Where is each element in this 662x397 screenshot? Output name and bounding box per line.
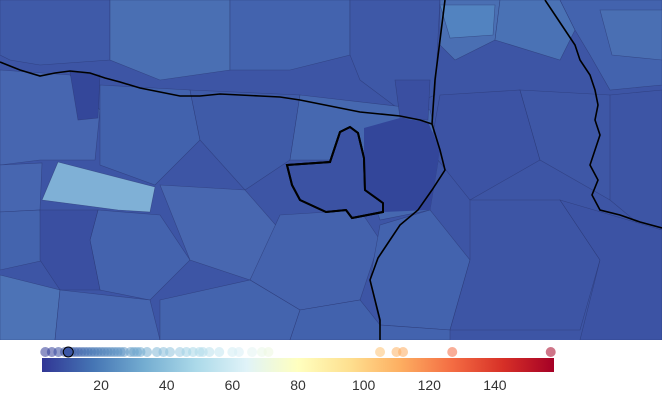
county-region: [54, 289, 161, 340]
county-region: [559, 199, 662, 340]
county-region: [599, 9, 662, 61]
county-region: [69, 71, 101, 121]
distribution-dot: [545, 347, 556, 357]
distribution-dot: [204, 347, 215, 357]
color-legend: 20 40 60 80 100 120 140: [40, 346, 556, 393]
county-region: [0, 162, 43, 213]
distribution-dot: [375, 347, 386, 357]
county-region: [109, 0, 231, 81]
distribution-dot: [233, 347, 244, 357]
county-map[interactable]: [0, 0, 662, 340]
county-region: [189, 89, 301, 191]
colorbar-tick-label: 80: [290, 377, 306, 393]
highlighted-region-east[interactable]: [364, 118, 440, 212]
county-region: [0, 209, 46, 271]
colorbar-tick-label: 140: [483, 377, 507, 393]
county-region: [39, 209, 101, 291]
distribution-dot: [263, 347, 274, 357]
distribution-dot: [247, 347, 258, 357]
distribution-dot: [142, 347, 153, 357]
colorbar-tick-label: 120: [418, 377, 442, 393]
county-region: [439, 4, 496, 39]
distribution-dot: [398, 347, 409, 357]
colorbar-tick-label: 40: [159, 377, 175, 393]
distribution-dot: [214, 347, 225, 357]
highlighted-value-dot: [62, 346, 74, 358]
highlighted-county-outline: [285, 125, 384, 220]
colorbar-tick-label: 100: [352, 377, 376, 393]
colorbar-tick-label: 20: [93, 377, 109, 393]
county-region: [394, 79, 431, 121]
distribution-dot: [447, 347, 458, 357]
county-region: [99, 84, 201, 186]
light-county-region[interactable]: [41, 161, 156, 213]
value-distribution-dots: [40, 346, 556, 358]
county-region: [229, 0, 351, 71]
colorbar: [42, 358, 554, 372]
colorbar-tick-label: 60: [225, 377, 241, 393]
county-region: [0, 274, 61, 340]
state-boundaries: [0, 0, 662, 340]
county-region: [0, 0, 111, 66]
colorbar-ticks: 20 40 60 80 100 120 140: [93, 377, 507, 393]
distribution-dot: [165, 347, 175, 357]
